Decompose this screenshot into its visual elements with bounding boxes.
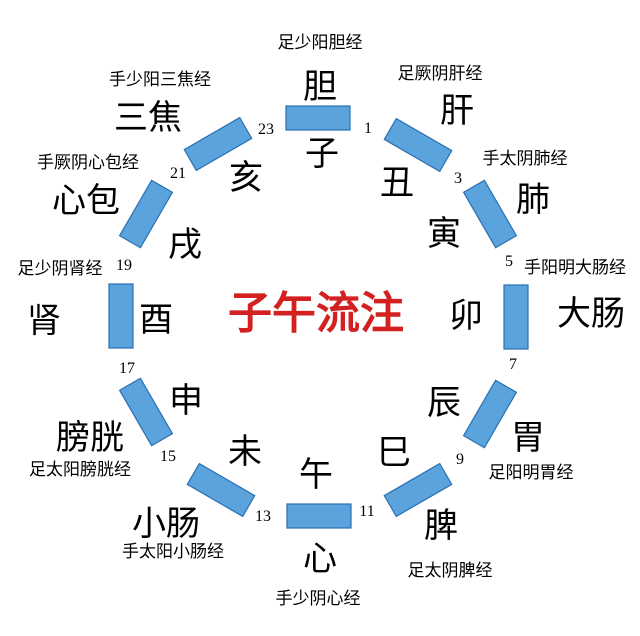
organ-label: 胃 [511, 418, 545, 458]
meridian-label: 手阳明大肠经 [524, 258, 626, 278]
branch-label: 寅 [427, 214, 461, 254]
meridian-label: 足太阴脾经 [408, 561, 493, 581]
meridian-label: 足阳明胃经 [489, 463, 574, 483]
branch-label: 辰 [427, 383, 461, 423]
organ-label: 肾 [27, 301, 61, 341]
organ-label: 肺 [516, 180, 550, 220]
hour-label: 13 [255, 508, 271, 525]
hour-label: 1 [364, 120, 372, 137]
branch-label: 酉 [139, 300, 173, 340]
organ-label: 三焦 [114, 98, 182, 138]
organ-label: 胆 [303, 67, 337, 107]
segment-bar [186, 462, 256, 518]
branch-label: 申 [169, 381, 203, 421]
organ-label: 小肠 [132, 504, 200, 544]
hour-label: 23 [258, 121, 274, 138]
meridian-label: 足太阳膀胱经 [29, 460, 131, 480]
organ-label: 心 [303, 539, 337, 579]
hour-label: 9 [456, 451, 464, 468]
segment-bar [286, 503, 352, 529]
meridian-label: 足少阳胆经 [278, 33, 363, 53]
segment-bar [183, 116, 253, 172]
meridian-label: 足厥阴肝经 [398, 64, 483, 84]
segment-bar [503, 284, 529, 350]
diagram-title: 子午流注 [228, 288, 404, 339]
meridian-label: 手太阳小肠经 [122, 542, 224, 562]
branch-label: 亥 [229, 158, 263, 198]
branch-label: 未 [228, 432, 262, 472]
meridian-label: 手少阴心经 [276, 589, 361, 609]
organ-label: 大肠 [557, 294, 625, 334]
hour-label: 19 [116, 257, 132, 274]
meridian-label: 足少阴肾经 [18, 259, 103, 279]
segment-bar [462, 379, 518, 449]
segment-bar [383, 117, 453, 173]
segment-bar [383, 462, 453, 518]
meridian-label: 手太阴肺经 [483, 149, 568, 169]
segment-bar [462, 179, 518, 249]
segment-bar [118, 377, 174, 447]
branch-label: 卯 [449, 296, 483, 336]
hour-label: 11 [359, 503, 374, 520]
segment-bar [118, 179, 174, 249]
segment-bar [108, 283, 134, 349]
hour-label: 21 [170, 165, 186, 182]
organ-label: 脾 [424, 506, 458, 546]
organ-label: 肝 [440, 91, 474, 131]
meridian-label: 手少阳三焦经 [109, 70, 211, 90]
meridian-label: 手厥阴心包经 [37, 153, 139, 173]
branch-label: 戌 [168, 225, 202, 265]
branch-label: 巳 [377, 433, 411, 473]
hour-label: 17 [119, 360, 135, 377]
hour-label: 5 [505, 253, 513, 270]
branch-label: 丑 [380, 163, 414, 203]
hour-label: 15 [160, 448, 176, 465]
branch-label: 子 [305, 134, 339, 174]
organ-label: 心包 [52, 181, 120, 221]
hour-label: 3 [454, 170, 462, 187]
segment-bar [285, 105, 351, 131]
organ-label: 膀胱 [56, 418, 124, 458]
hour-label: 7 [509, 356, 517, 373]
branch-label: 午 [299, 455, 333, 495]
